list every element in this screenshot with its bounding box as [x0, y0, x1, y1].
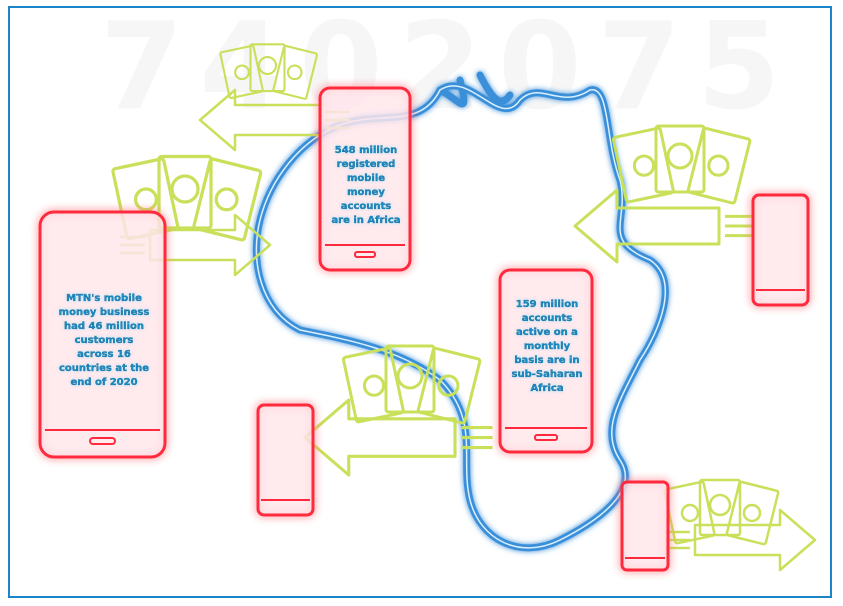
stat-mtn-customers: MTN's mobile money business had 46 milli… — [58, 293, 150, 388]
money-icon — [611, 124, 752, 205]
money-icon — [662, 478, 780, 546]
phone-icon — [38, 86, 810, 572]
stat-registered-accounts: 548 million registered mobile money acco… — [331, 145, 401, 226]
africa-map-outline — [252, 71, 669, 552]
stat-active-accounts: 159 million accounts active on a monthly… — [511, 299, 583, 394]
